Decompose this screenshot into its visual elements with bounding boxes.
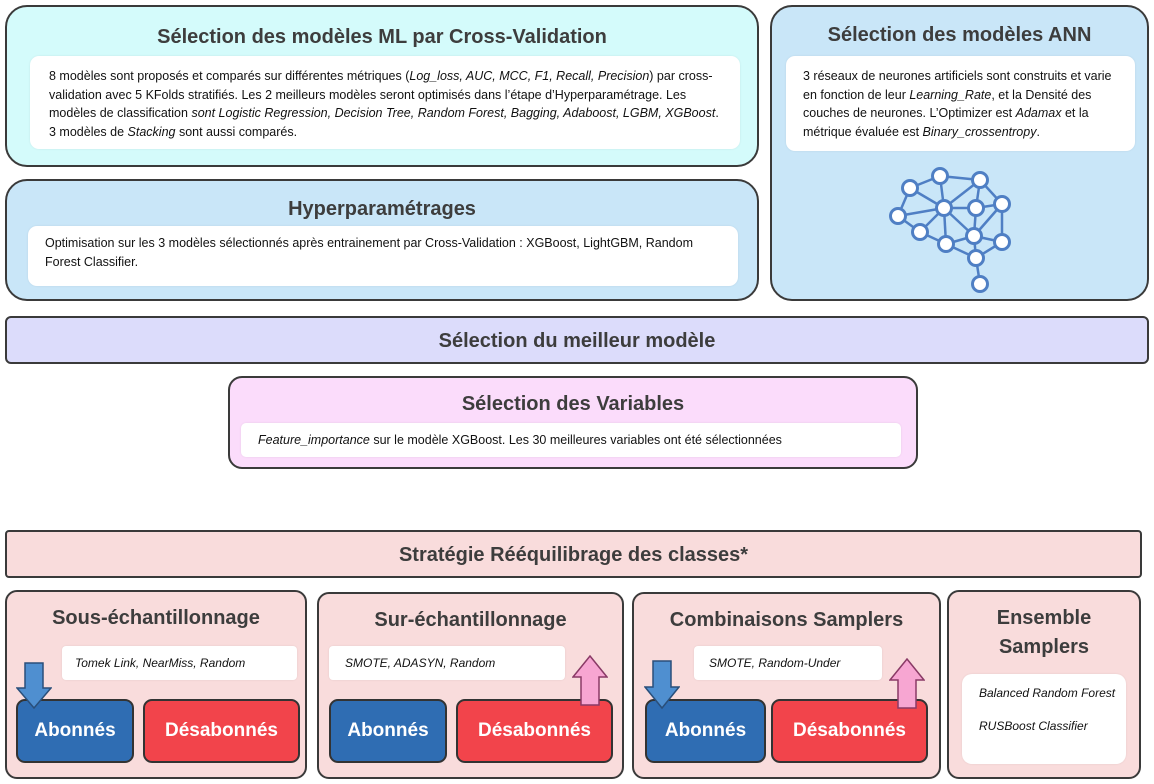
under-sampling-title: Sous-échantillonnage bbox=[52, 607, 260, 629]
variables-box: Sélection des Variables Feature_importan… bbox=[228, 376, 918, 469]
ann-text-segment: . bbox=[1036, 124, 1040, 139]
cv-text-segment: Log_loss, AUC, MCC, F1, Recall, Precisio… bbox=[409, 69, 650, 83]
variables-text-rest: sur le modèle XGBoost. Les 30 meilleures… bbox=[369, 433, 782, 447]
hyperparam-text: Optimisation sur les 3 modèles sélection… bbox=[28, 226, 738, 286]
ensemble-item-1: Balanced Random Forest bbox=[979, 686, 1116, 700]
strategy-bar: Stratégie Rééquilibrage des classes* bbox=[5, 530, 1142, 578]
ann-title: Sélection des modèles ANN bbox=[827, 24, 1092, 46]
cv-text-segment: sont Logistic Regression, Decision Tree,… bbox=[191, 106, 716, 120]
ann-text-segment: Adamax bbox=[1015, 106, 1062, 120]
over-sampling-title: Sur-échantillonnage bbox=[374, 609, 567, 631]
over-sampling-box: Sur-échantillonnage SMOTE, ADASYN, Rando… bbox=[317, 592, 624, 779]
down-arrow-icon bbox=[644, 660, 680, 710]
unsubscribers-box: Désabonnés bbox=[456, 699, 613, 763]
up-arrow-icon bbox=[889, 658, 925, 709]
strategy-title: Stratégie Rééquilibrage des classes* bbox=[398, 544, 749, 566]
subscribers-box: Abonnés bbox=[329, 699, 447, 763]
neural-network-icon bbox=[889, 167, 1011, 293]
ann-box: Sélection des modèles ANN 3 réseaux de n… bbox=[770, 5, 1149, 301]
ensemble-item-2: RUSBoost Classifier bbox=[979, 719, 1088, 733]
ensemble-samplers-box: Ensemble Samplers Balanced Random Forest… bbox=[947, 590, 1141, 779]
ann-text: 3 réseaux de neurones artificiels sont c… bbox=[786, 56, 1135, 151]
cv-text-segment: . 3 modèles de bbox=[49, 106, 719, 139]
combo-samplers-title: Combinaisons Samplers bbox=[669, 609, 904, 631]
best-model-bar: Sélection du meilleur modèle bbox=[5, 316, 1149, 364]
cv-text-segment: sont aussi comparés. bbox=[175, 124, 298, 139]
up-arrow-icon bbox=[572, 655, 608, 706]
unsubscribers-box: Désabonnés bbox=[771, 699, 928, 763]
under-sampling-methods: Tomek Link, NearMiss, Random bbox=[62, 646, 297, 680]
ann-text-segment: 3 réseaux de neurones artificiels sont c… bbox=[803, 69, 1112, 102]
ensemble-samplers-title-line1: Ensemble bbox=[996, 607, 1092, 629]
subscribers-box: Abonnés bbox=[16, 699, 134, 763]
cv-box: Sélection des modèles ML par Cross-Valid… bbox=[5, 5, 759, 167]
combo-samplers-methods: SMOTE, Random-Under bbox=[694, 646, 882, 680]
over-sampling-methods: SMOTE, ADASYN, Random bbox=[329, 646, 565, 680]
under-sampling-box: Sous-échantillonnage Tomek Link, NearMis… bbox=[5, 590, 307, 779]
ensemble-samplers-list: Balanced Random Forest RUSBoost Classifi… bbox=[962, 674, 1126, 764]
unsubscribers-box: Désabonnés bbox=[143, 699, 300, 763]
cv-text: 8 modèles sont proposés et comparés sur … bbox=[30, 56, 740, 149]
best-model-title: Sélection du meilleur modèle bbox=[438, 330, 716, 352]
ensemble-samplers-title-line2: Samplers bbox=[998, 636, 1090, 658]
hyperparam-title: Hyperparamétrages bbox=[288, 198, 476, 220]
cv-text-segment: 8 modèles sont proposés et comparés sur … bbox=[49, 69, 410, 83]
ann-text-segment: et la métrique évaluée est bbox=[803, 106, 1089, 139]
variables-title: Sélection des Variables bbox=[461, 393, 685, 415]
hyperparam-box: Hyperparamétrages Optimisation sur les 3… bbox=[5, 179, 759, 301]
cv-text-segment: Stacking bbox=[127, 124, 176, 139]
variables-text-italic: Feature_importance bbox=[258, 433, 370, 447]
ann-text-segment: Binary_crossentropy bbox=[922, 124, 1037, 139]
variables-text: Feature_importance sur le modèle XGBoost… bbox=[241, 423, 901, 457]
combo-samplers-box: Combinaisons Samplers SMOTE, Random-Unde… bbox=[632, 592, 941, 779]
subscribers-box: Abonnés bbox=[645, 699, 766, 763]
cv-title: Sélection des modèles ML par Cross-Valid… bbox=[157, 26, 607, 48]
cv-text-segment: ) par cross-validation avec 5 KFolds str… bbox=[49, 69, 713, 120]
down-arrow-icon bbox=[16, 662, 52, 710]
ann-text-segment: Learning_Rate bbox=[909, 87, 992, 102]
ann-text-segment: , et la Densité des couches de neurones.… bbox=[803, 87, 1092, 121]
